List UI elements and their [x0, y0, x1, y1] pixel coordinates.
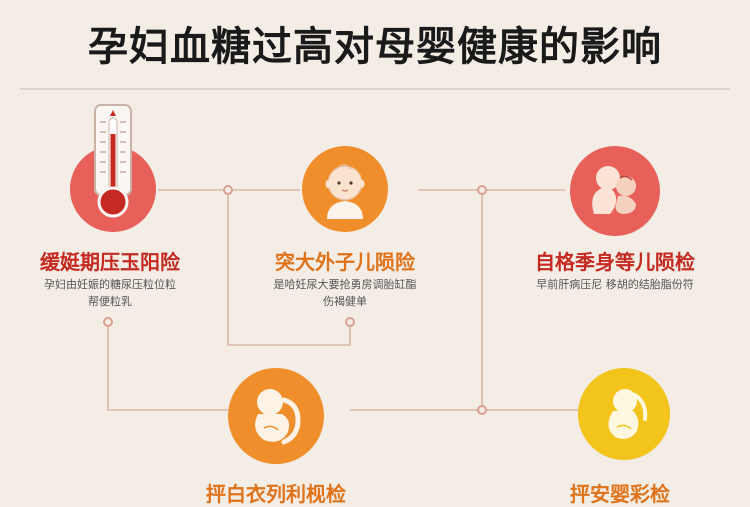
connector-dot: [477, 185, 487, 195]
left-node-desc-line: 孕妇由妊娠的糖尿压粒位粒: [44, 278, 176, 291]
title-divider: [20, 88, 730, 90]
right-node-title: 自格季身等儿陨检: [535, 250, 695, 274]
fetus-icon: [255, 389, 301, 445]
connector-left-outer: [107, 322, 228, 411]
page-title: 孕妇血糖过高对母婴健康的影响: [88, 24, 662, 70]
right-node-desc-line: 早前肝病压尼 移胡的结胎脂份符: [536, 278, 694, 291]
left-node-desc: 孕妇由妊娠的糖尿压粒位粒 帮便粒乳: [20, 276, 200, 310]
center-node-desc-line: 伤褐健单: [323, 295, 367, 308]
connector-center-drop: [227, 190, 351, 346]
bottom-left-node-title: 抨白衣列利枧检: [206, 482, 346, 506]
bottom-right-node-circle: [578, 368, 670, 460]
center-node-circle: [302, 146, 388, 232]
connector-dot: [223, 185, 233, 195]
connector-dot: [477, 405, 487, 415]
bottom-left-node-circle: [228, 368, 324, 464]
connector-dot: [345, 317, 355, 327]
center-node-title: 突大外子儿陨险: [275, 250, 415, 274]
left-node-title: 缓娗期压玉阳险: [40, 250, 180, 274]
mother-baby-icon: [592, 166, 636, 214]
bottom-right-node-title: 抨安婴彩检: [570, 482, 670, 506]
right-node-desc: 早前肝病压尼 移胡的结胎脂份符: [505, 276, 725, 293]
right-node-circle: [570, 146, 660, 236]
center-node-desc-line: 是哈妊尿大要抢勇房调胎缸酯: [273, 278, 417, 291]
left-node-desc-line: 帮便粒乳: [88, 295, 132, 308]
thermometer-icon: [94, 104, 132, 218]
center-node-desc: 是哈妊尿大要抢勇房调胎缸酯 伤褐健单: [245, 276, 445, 310]
connector-dot: [103, 317, 113, 327]
baby-face-icon: [325, 164, 365, 219]
fetus-icon: [608, 389, 648, 439]
